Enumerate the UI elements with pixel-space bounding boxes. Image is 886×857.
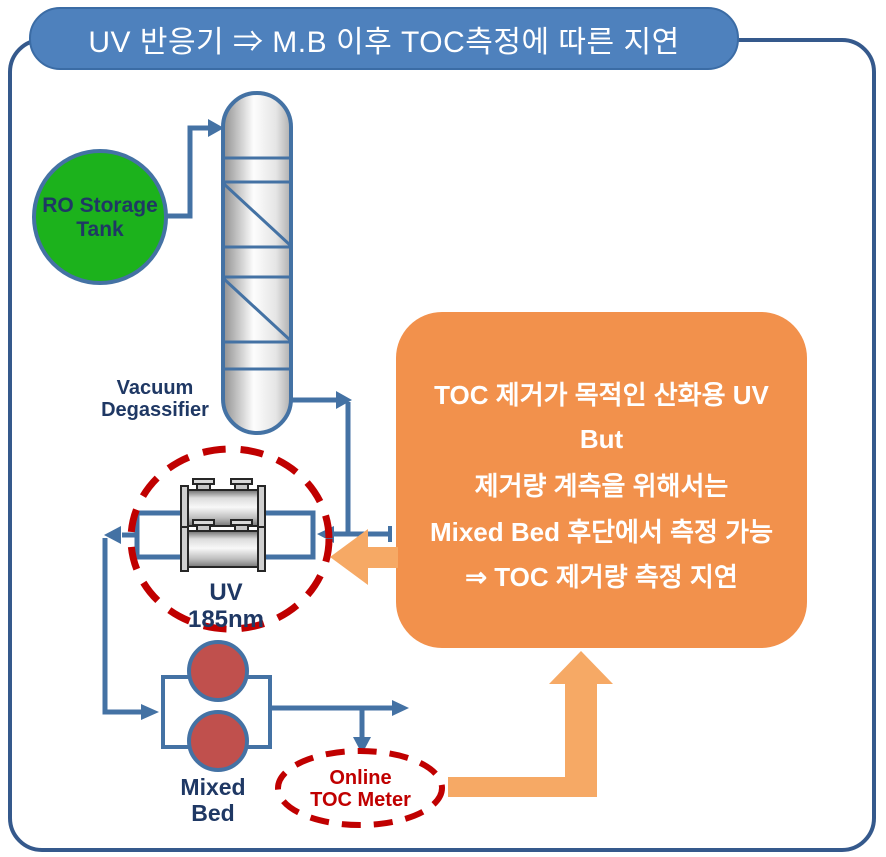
callout-line: Mixed Bed 후단에서 측정 가능 (429, 516, 774, 547)
line-down-to-mixedbed (102, 538, 141, 715)
label-line: Mixed (180, 774, 246, 800)
online-toc-meter-label: Online TOC Meter (293, 767, 428, 812)
label-line: TOC Meter (310, 789, 411, 812)
ro-storage-tank (32, 149, 168, 285)
mixed-bed-label: Mixed Bed (153, 774, 273, 827)
flange-left (180, 485, 189, 531)
arrowhead-into-mixedbed-icon (141, 704, 159, 720)
elbow-arrowhead-up (549, 651, 613, 684)
label-line: Vacuum (116, 377, 194, 399)
callout-box (396, 312, 807, 648)
elbow-arrow-vertical (565, 681, 597, 797)
callout-line: But (579, 423, 624, 454)
slide-title: UV 반응기 ⇒ M.B 이후 TOC측정에 따른 지연 (88, 25, 680, 59)
label-line: 185nm (187, 605, 265, 633)
uv-reactor-vessels (180, 478, 266, 572)
arrowhead-mixedbed-out-icon (392, 700, 409, 716)
callout-line: ⇒ TOC 제거량 측정 지연 (465, 562, 738, 593)
uv-vessel-bottom (180, 519, 266, 572)
elbow-arrow-horizontal (448, 777, 597, 797)
line-tank-to-column (167, 125, 210, 219)
callout-line: TOC 제거가 목적인 산화용 UV (434, 380, 769, 411)
arrowhead-uv-out-icon (104, 526, 121, 544)
label-line: Online (329, 767, 392, 789)
arrowhead-column-out-icon (336, 391, 352, 409)
uv-reactor-label: UV 185nm (161, 579, 291, 634)
mixed-bed-vessel (161, 640, 272, 772)
label-line: Bed (191, 799, 235, 826)
flange-right (257, 485, 266, 531)
callout-text: TOC 제거가 목적인 산화용 UV But 제거량 계측을 위해서는 Mixe… (408, 371, 795, 599)
title-banner (29, 7, 739, 70)
mixed-bed-resin-top (187, 640, 249, 702)
arrowhead-to-tocmeter-icon (353, 737, 371, 754)
tocmeter-elbow-arrow-icon (448, 651, 613, 797)
callout-line: 제거량 계측을 위해서는 (474, 471, 729, 502)
uv-highlight-dashed-ellipse (127, 445, 333, 633)
label-line: Tank (76, 217, 124, 241)
flange-right (257, 526, 266, 572)
column-shell (221, 91, 293, 435)
flange-left (180, 526, 189, 572)
column-internals (222, 156, 292, 371)
vessel-body (185, 530, 261, 568)
label-line: RO Storage (42, 194, 158, 217)
uv-vessel-top (180, 478, 266, 531)
vacuum-degassifier-label: Vacuum Degassifier (80, 377, 230, 422)
vacuum-degassifier-column (221, 91, 293, 435)
label-line: Degassifier (101, 399, 209, 422)
ro-storage-tank-label: RO Storage Tank (30, 194, 170, 241)
label-line: UV (209, 579, 243, 606)
callout-arrow-left-icon (330, 529, 398, 585)
tocmeter-highlight-dashed-ellipse (275, 748, 445, 828)
arrowhead-into-column-icon (208, 119, 224, 137)
mixed-bed-resin-bottom (187, 710, 249, 772)
